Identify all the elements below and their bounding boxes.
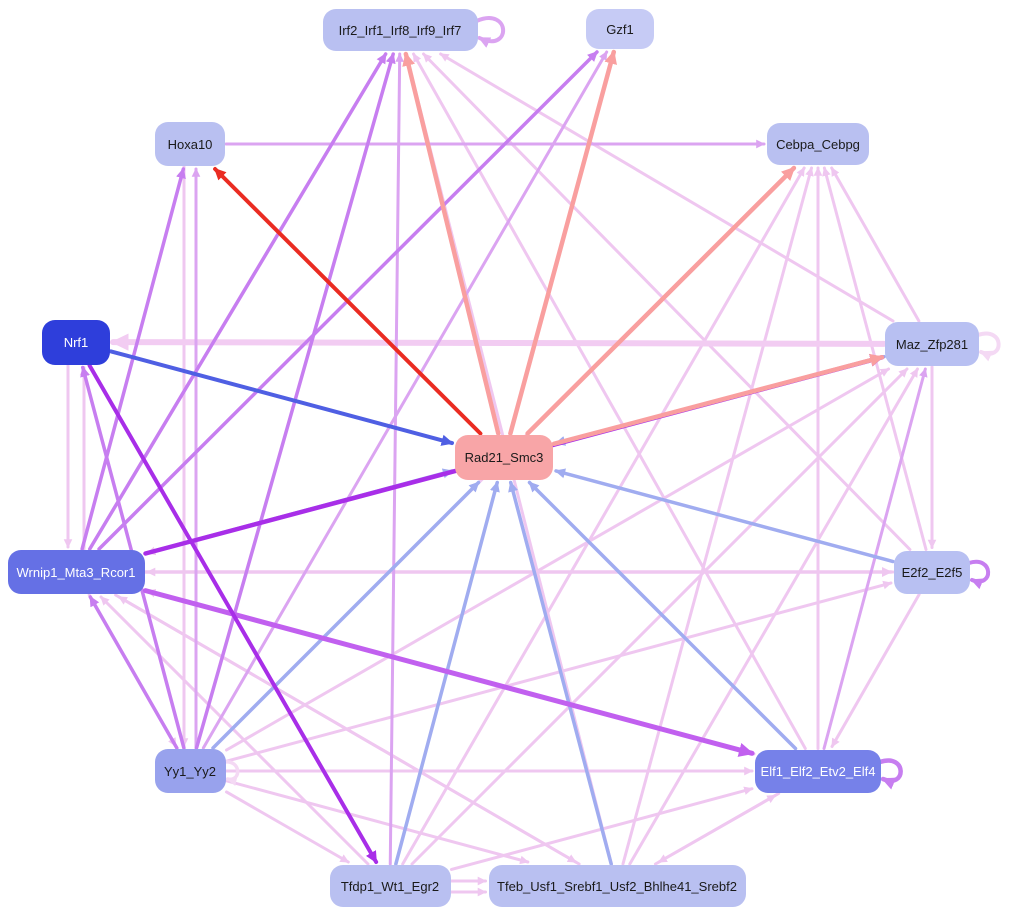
edge-e2f2-irf2 bbox=[422, 52, 912, 551]
edge-yy1-maz bbox=[225, 367, 891, 752]
node-rad21[interactable]: Rad21_Smc3 bbox=[455, 434, 553, 480]
node-label-e2f2: E2f2_E2f5 bbox=[901, 564, 963, 580]
self-loop-e2f2 bbox=[967, 559, 991, 590]
node-label-tfdp1: Tfdp1_Wt1_Egr2 bbox=[340, 878, 440, 894]
edge-rad21-cebpa bbox=[525, 165, 797, 436]
node-tfdp1[interactable]: Tfdp1_Wt1_Egr2 bbox=[329, 865, 451, 907]
edge-yy1-tfeb bbox=[225, 779, 530, 865]
self-loop-elf1 bbox=[877, 758, 903, 790]
edge-rad21-hoxa10 bbox=[213, 167, 483, 436]
self-loop-maz bbox=[976, 331, 1001, 362]
node-label-hoxa10: Hoxa10 bbox=[167, 136, 213, 152]
edge-nrf1-tfdp1 bbox=[87, 363, 379, 864]
edge-tfdp1-maz bbox=[410, 367, 909, 866]
edge-yy1-rad21 bbox=[211, 480, 481, 750]
node-elf1[interactable]: Elf1_Elf2_Etv2_Elf4 bbox=[755, 749, 881, 793]
edge-rad21-irf2 bbox=[402, 51, 501, 436]
node-wrnip1[interactable]: Wrnip1_Mta3_Rcor1 bbox=[7, 550, 145, 594]
edge-tfdp1-cebpa bbox=[401, 166, 806, 866]
node-label-gzf1: Gzf1 bbox=[606, 21, 634, 37]
node-tfeb[interactable]: Tfeb_Usf1_Srebf1_Usf2_Bhlhe41_Srebf2 bbox=[488, 865, 746, 907]
edge-wrnip1-irf2 bbox=[87, 52, 388, 551]
edge-elf1-irf2 bbox=[412, 52, 807, 750]
node-hoxa10[interactable]: Hoxa10 bbox=[155, 122, 225, 166]
edge-tfeb-elf1 bbox=[653, 794, 777, 866]
node-yy1[interactable]: Yy1_Yy2 bbox=[154, 749, 226, 793]
edge-rad21-maz bbox=[551, 353, 885, 447]
node-label-irf2: Irf2_Irf1_Irf8_Irf9_Irf7 bbox=[338, 22, 462, 38]
edge-yy1-e2f2 bbox=[225, 580, 893, 763]
node-label-rad21: Rad21_Smc3 bbox=[464, 449, 544, 465]
edge-e2f2-elf1 bbox=[830, 593, 921, 748]
edge-yy1-wrnip1 bbox=[88, 595, 179, 750]
edge-elf1-rad21 bbox=[527, 480, 798, 751]
node-label-tfeb: Tfeb_Usf1_Srebf1_Usf2_Bhlhe41_Srebf2 bbox=[497, 878, 737, 894]
edge-tfeb-wrnip1 bbox=[117, 595, 581, 866]
node-cebpa[interactable]: Cebpa_Cebpg bbox=[767, 123, 869, 165]
edge-nrf1-rad21 bbox=[109, 349, 454, 446]
node-nrf1[interactable]: Nrf1 bbox=[42, 319, 110, 365]
edge-rad21-gzf1 bbox=[508, 49, 617, 436]
node-label-cebpa: Cebpa_Cebpg bbox=[776, 136, 860, 152]
node-label-yy1: Yy1_Yy2 bbox=[163, 763, 217, 779]
node-label-nrf1: Nrf1 bbox=[63, 334, 89, 350]
self-loop-yy1 bbox=[222, 760, 240, 786]
edge-maz-nrf1 bbox=[110, 333, 887, 351]
node-label-elf1: Elf1_Elf2_Etv2_Elf4 bbox=[760, 763, 876, 779]
node-label-maz: Maz_Zfp281 bbox=[895, 336, 969, 352]
edge-tfeb-rad21 bbox=[508, 480, 613, 866]
node-label-wrnip1: Wrnip1_Mta3_Rcor1 bbox=[16, 564, 136, 580]
node-gzf1[interactable]: Gzf1 bbox=[586, 9, 654, 49]
edge-elf1-maz bbox=[822, 367, 928, 750]
edge-maz-cebpa bbox=[830, 166, 921, 323]
edge-yy1-tfdp1 bbox=[225, 790, 350, 864]
node-e2f2[interactable]: E2f2_E2f5 bbox=[894, 550, 970, 594]
edge-e2f2-rad21 bbox=[554, 468, 895, 564]
edge-wrnip1-elf1 bbox=[143, 588, 755, 757]
node-maz[interactable]: Maz_Zfp281 bbox=[885, 322, 979, 366]
edge-maz-irf2 bbox=[439, 52, 895, 323]
edge-tfdp1-irf2 bbox=[388, 52, 404, 866]
edge-tfeb-maz bbox=[628, 367, 919, 866]
node-irf2[interactable]: Irf2_Irf1_Irf8_Irf9_Irf7 bbox=[322, 9, 478, 51]
edge-tfdp1-wrnip1 bbox=[99, 595, 370, 866]
edge-yy1-gzf1 bbox=[201, 50, 609, 750]
self-loop-irf2 bbox=[474, 16, 506, 48]
